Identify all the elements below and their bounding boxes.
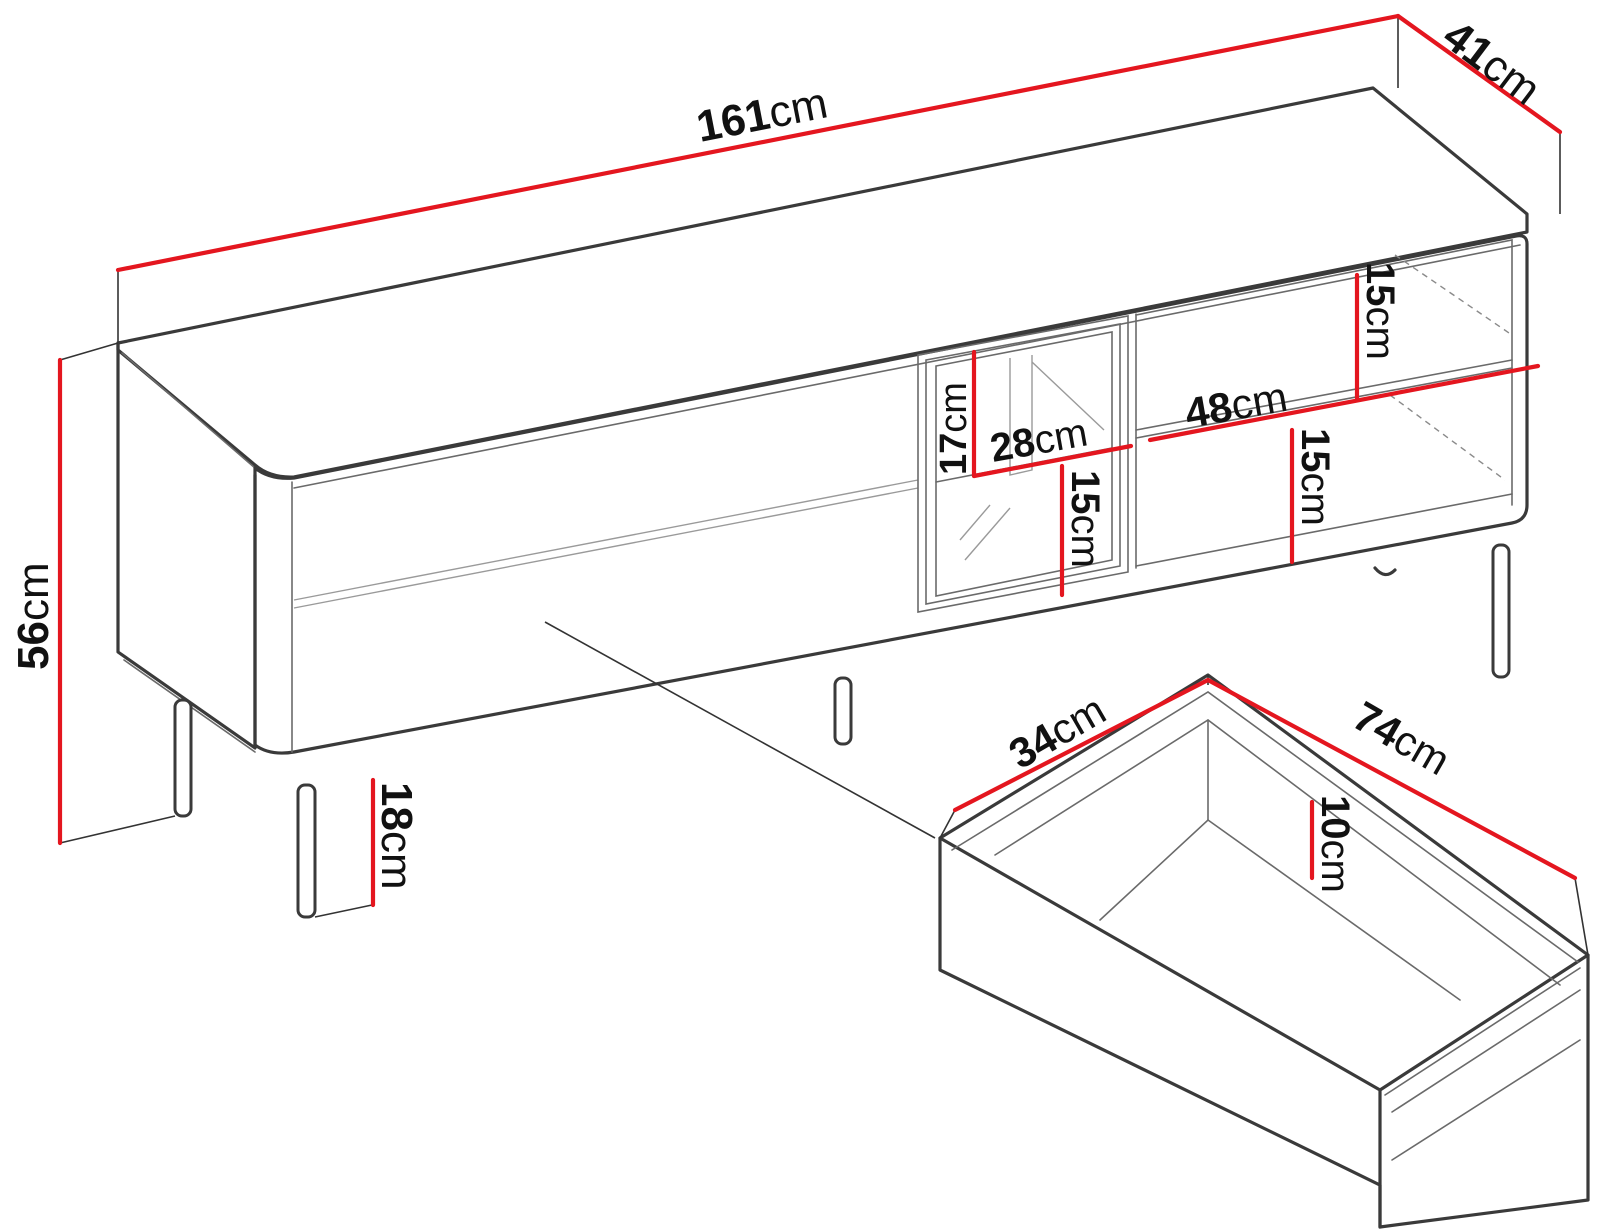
dim-line-drawer-depth <box>952 677 1211 813</box>
cabinet-front-body <box>253 234 1529 755</box>
label-shelf-lower: 15cm <box>1293 428 1337 526</box>
label-drawer-width: 74cm <box>1346 692 1458 784</box>
dim-line-width <box>115 13 1401 273</box>
dim-line-depth <box>1395 13 1563 135</box>
label-drawer-depth: 34cm <box>1001 686 1113 778</box>
label-shelf-upper: 15cm <box>1358 262 1402 360</box>
cabinet-legs <box>173 543 1511 919</box>
drawer-front-upper-line <box>293 479 919 601</box>
label-height: 56cm <box>9 562 58 670</box>
drawer-pointer-line <box>544 621 936 839</box>
cabinet-top-surface <box>116 86 1529 479</box>
dim-line-shelf-width <box>1147 363 1541 443</box>
label-glass-upper: 17cm <box>933 382 975 475</box>
cabinet-left-side <box>116 341 257 750</box>
drawer-detail <box>938 673 1590 1229</box>
label-shelf-width: 48cm <box>1181 373 1290 437</box>
dim-line-glass-width <box>971 443 1134 479</box>
dim-line-drawer-width <box>1205 677 1578 881</box>
label-glass-lower: 15cm <box>1063 470 1107 568</box>
drawer-box <box>938 673 1590 1229</box>
label-drawer-height: 10cm <box>1313 795 1357 893</box>
dimension-lines <box>57 13 1578 908</box>
open-shelf-compartment <box>1135 239 1513 569</box>
label-depth: 41cm <box>1434 11 1549 115</box>
extension-lines <box>59 15 1589 956</box>
label-leg-height: 18cm <box>372 782 421 890</box>
label-glass-width: 28cm <box>987 411 1091 471</box>
